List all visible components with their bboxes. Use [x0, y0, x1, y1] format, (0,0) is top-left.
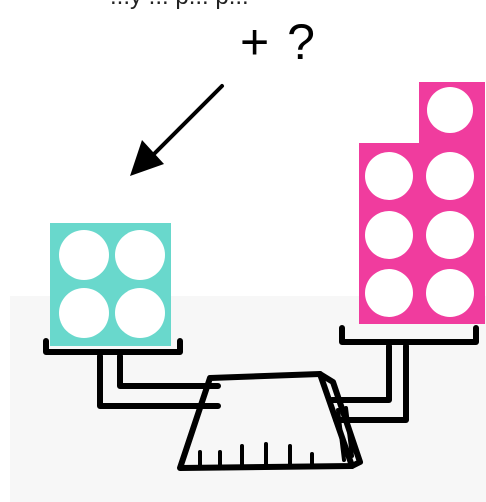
right-block-hole: [426, 152, 474, 200]
right-block-hole: [427, 87, 473, 133]
left-block-hole: [115, 288, 165, 338]
plus-question-label: + ?: [240, 14, 317, 70]
right-block-hole: [426, 211, 474, 259]
left-block-hole: [115, 230, 165, 280]
scale-ticks: [198, 442, 314, 468]
right-block-hole: [365, 211, 413, 259]
right-block-hole: [365, 152, 413, 200]
right-number-block: [359, 82, 485, 324]
cropped-header-text: ...y ... p... p...: [110, 0, 410, 10]
left-block-hole: [59, 288, 109, 338]
arrow-icon: [130, 84, 224, 176]
right-pan: [339, 325, 479, 345]
right-block-hole: [426, 269, 474, 317]
left-block-hole: [59, 230, 109, 280]
balance-scale-icon: [43, 325, 479, 471]
left-arm: [97, 353, 221, 409]
right-block-hole: [365, 269, 413, 317]
left-number-block: [50, 223, 171, 346]
left-pan: [43, 338, 183, 355]
right-arm: [329, 343, 392, 403]
